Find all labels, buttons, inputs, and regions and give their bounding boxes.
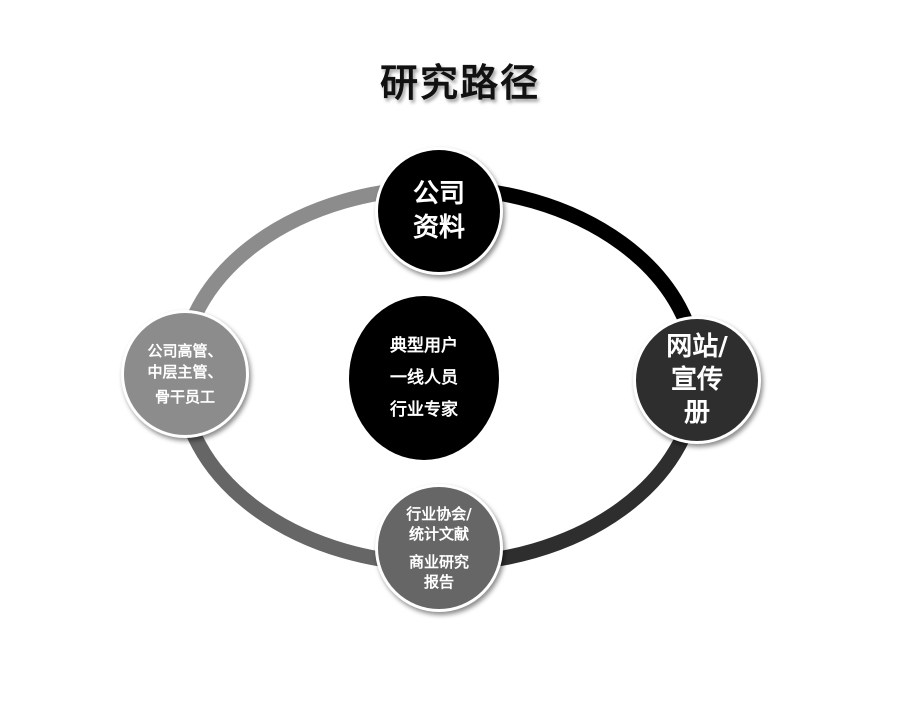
node-label-line: 行业专家: [390, 400, 458, 420]
node-typical-users: 典型用户 一线人员 行业专家: [349, 296, 499, 460]
node-website-brochure: 网站/ 宣传 册: [633, 316, 761, 444]
node-label-line: 公司: [412, 179, 465, 209]
page-title: 研究路径: [379, 61, 540, 105]
node-management: 公司高管、 中层主管、 骨干员工: [121, 310, 249, 438]
node-label-line: 行业协会/: [406, 505, 472, 523]
node-label-line: 一线人员: [390, 368, 458, 388]
node-label-line: 网站/: [666, 331, 728, 362]
node-company-materials: 公司 资料: [375, 147, 503, 275]
node-label-line: 宣传: [670, 364, 723, 395]
node-label-line: 典型用户: [390, 336, 458, 356]
node-label-line: 册: [683, 397, 710, 428]
node-label-line: 骨干员工: [154, 387, 215, 406]
node-label-line: 资料: [412, 213, 465, 243]
node-label-line: 商业研究: [408, 553, 469, 571]
node-industry-reports: 行业协会/ 统计文献 商业研究 报告: [375, 484, 503, 612]
node-label-line: 统计文献: [408, 525, 469, 543]
node-label-line: 公司高管、: [147, 341, 223, 360]
node-label-line: 报告: [423, 573, 454, 591]
node-label-line: 中层主管、: [147, 362, 223, 381]
